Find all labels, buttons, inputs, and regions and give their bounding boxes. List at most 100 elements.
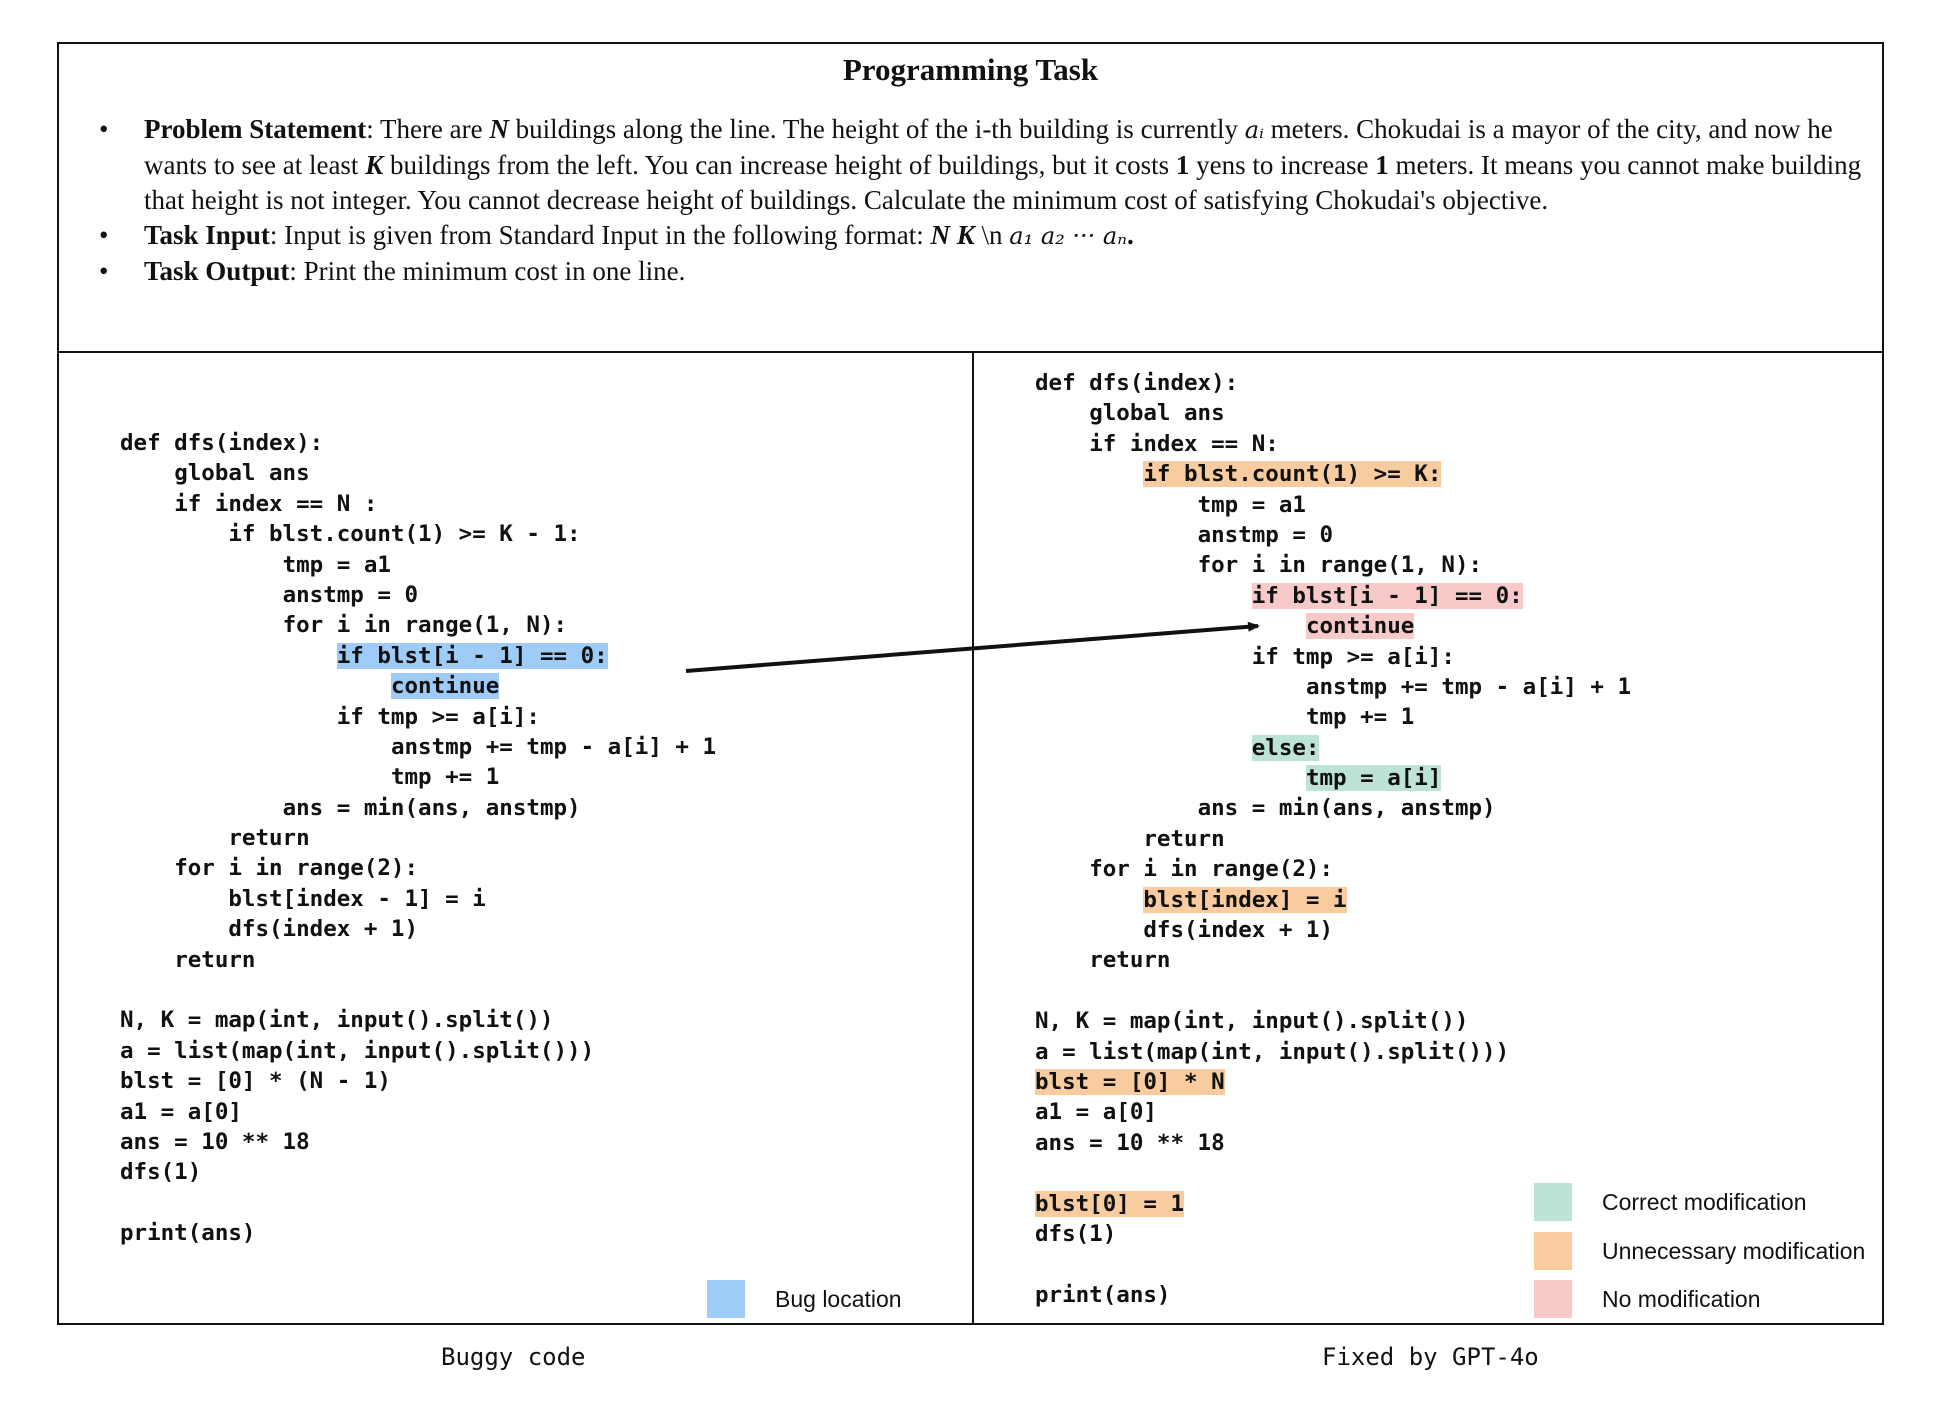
code-text: tmp += 1 [1305,704,1415,731]
code-line: if tmp >= a[i]: [120,702,716,732]
code-line: anstmp = 0 [120,580,716,610]
code-text: ans = min(ans, anstmp) [282,794,581,821]
code-line [1035,976,1631,1006]
code-text: N, K = map(int, input().split()) [1035,1008,1469,1035]
code-indent [1035,400,1089,426]
highlighted-code: blst = [0] * N [1035,1068,1225,1095]
code-indent [120,825,228,851]
code-line: dfs(index + 1) [120,914,716,944]
code-line: print(ans) [1035,1280,1631,1310]
code-indent [1035,917,1143,943]
code-text: dfs(index + 1) [1143,917,1334,944]
code-text: if tmp >= a[i]: [336,703,540,730]
fixed-code-block: def dfs(index): global ans if index == N… [1035,368,1631,1310]
code-text: dfs(1) [1035,1220,1117,1247]
code-text: def dfs(index): [1035,370,1239,396]
num-one: 1 [1175,150,1190,180]
code-line: for i in range(1, N): [120,610,716,640]
highlighted-code: blst[index] = i [1143,886,1347,913]
problem-text: buildings from the left. You can increas… [383,150,1176,180]
code-text: a1 = a[0] [1035,1099,1157,1126]
code-line: ans = min(ans, anstmp) [1035,793,1631,823]
code-line: anstmp += tmp - a[i] + 1 [1035,672,1631,702]
code-indent [120,521,228,547]
code-line [1035,1158,1631,1188]
task-input-text: : Input is given from Standard Input in … [269,220,931,250]
input-format-vars: N K [930,220,975,250]
legend-unnecessary: Unnecessary modification [1534,1232,1865,1270]
code-text: blst = [0] * (N - 1) [120,1068,391,1095]
code-line: return [120,945,716,975]
code-line: tmp += 1 [120,762,716,792]
code-text: ans = 10 ** 18 [1035,1129,1225,1156]
code-line: if tmp >= a[i]: [1035,642,1631,672]
vertical-divider [972,351,974,1323]
code-text: print(ans) [120,1220,256,1247]
code-text: def dfs(index): [120,430,324,456]
legend-label-bug: Bug location [775,1285,902,1312]
code-text: blst[index - 1] = i [228,885,486,912]
code-line: blst = [0] * (N - 1) [120,1066,716,1096]
code-line: blst[index - 1] = i [120,884,716,914]
code-text: a = list(map(int, input().split())) [1035,1038,1510,1065]
code-text: global ans [174,460,310,487]
code-line: if blst.count(1) >= K: [1035,459,1631,489]
code-line: a1 = a[0] [120,1097,716,1127]
code-indent [1035,674,1306,700]
code-text: tmp = a1 [282,551,391,578]
task-input-label: Task Input [144,220,270,250]
problem-statement-label: Problem Statement [144,114,367,144]
code-text: for i in range(1, N): [1197,552,1483,579]
code-line: blst[0] = 1 [1035,1189,1631,1219]
code-line: return [1035,945,1631,975]
code-line [120,1188,716,1218]
var-n: N [489,114,509,144]
code-indent [120,916,228,942]
highlighted-code: continue [1305,613,1415,640]
input-sequence: a₁ a₂ ··· aₙ [1009,222,1127,250]
code-line: for i in range(2): [1035,854,1631,884]
highlighted-code: blst[0] = 1 [1035,1190,1185,1217]
code-line: for i in range(1, N): [1035,550,1631,580]
task-output-text: : Print the minimum cost in one line. [289,256,686,286]
legend-swatch-unnecessary [1534,1232,1572,1270]
legend-swatch-bug [707,1280,745,1318]
code-line: return [1035,824,1631,854]
code-line: for i in range(2): [120,853,716,883]
code-line: ans = 10 ** 18 [120,1127,716,1157]
problem-text: yens to increase [1189,150,1376,180]
code-line: ans = 10 ** 18 [1035,1128,1631,1158]
code-text: dfs(index + 1) [228,916,419,943]
code-indent [120,460,174,486]
fixed-code-caption: Fixed by GPT-4o [1322,1343,1539,1371]
code-line: dfs(index + 1) [1035,915,1631,945]
code-indent [120,643,337,669]
code-indent [120,673,391,699]
code-text: return [174,946,256,973]
code-line: anstmp += tmp - a[i] + 1 [120,732,716,762]
code-indent [1035,492,1198,518]
buggy-code-block: def dfs(index): global ans if index == N… [120,428,716,1249]
code-text: a = list(map(int, input().split())) [120,1037,595,1064]
code-text: for i in range(1, N): [282,612,568,639]
code-indent [1035,765,1306,791]
code-indent [1035,613,1306,639]
problem-text: : There are [366,114,490,144]
code-line: global ans [1035,398,1631,428]
code-line: a1 = a[0] [1035,1097,1631,1127]
highlighted-code: if blst.count(1) >= K: [1143,461,1442,488]
code-indent [1035,795,1198,821]
code-text: if blst.count(1) >= K - 1: [228,521,581,548]
code-line: else: [1035,733,1631,763]
code-line: a = list(map(int, input().split())) [1035,1037,1631,1067]
code-indent [1035,644,1252,670]
code-line: tmp = a1 [1035,490,1631,520]
code-text: global ans [1089,400,1225,427]
code-indent [1035,461,1143,487]
code-line: def dfs(index): [1035,368,1631,398]
code-indent [1035,735,1252,761]
code-line: N, K = map(int, input().split()) [120,1005,716,1035]
code-indent [1035,887,1143,913]
code-line: tmp = a1 [120,550,716,580]
task-input-item: Task Input: Input is given from Standard… [99,218,1876,254]
